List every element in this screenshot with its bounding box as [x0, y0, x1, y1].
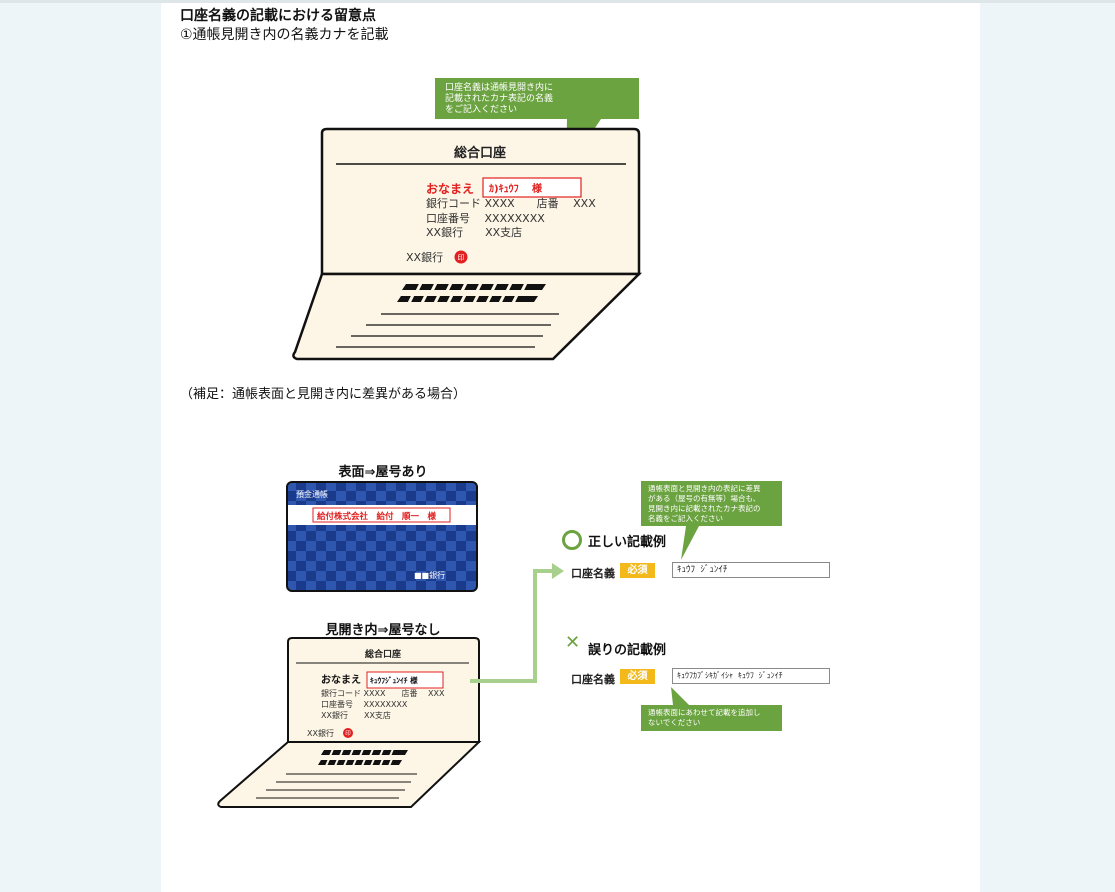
cover-bank: ■■銀行	[414, 570, 445, 580]
passbook-illustration-large: 口座名義は通帳見開き内に 記載されたカナ表記の名義 をご記入ください 総合口座 …	[292, 78, 643, 361]
account-number-line: 口座番号 XXXXXXXX	[426, 211, 545, 225]
correct-required-badge: 必須	[620, 563, 655, 578]
passbook-inner: 総合口座 おなまえ ｷｭｳﾌｼﾞｭﾝｲﾁ 様 銀行コード XXXX 店番 XXX…	[217, 637, 482, 808]
content-page: 口座名義の記載における留意点 ①通帳見開き内の名義カナを記載 口座名義は通帳見開…	[161, 3, 980, 892]
correct-callout-line-3: 見開き内に記載されたカナ表記の	[648, 503, 761, 513]
passbook-title: 総合口座	[454, 145, 506, 161]
wrong-callout-line-2: ないでください	[648, 718, 700, 727]
bank-code-line: 銀行コード XXXX 店番 XXX	[426, 196, 596, 210]
top-border	[0, 0, 1115, 3]
correct-callout-line-4: 名義をご記入ください	[648, 513, 723, 523]
svg-text:印: 印	[345, 730, 351, 737]
bank-seal-label: XX銀行	[406, 250, 443, 264]
wrong-field-label: 口座名義	[571, 673, 615, 686]
connector-arrow	[470, 563, 564, 683]
inner-bank-seal: XX銀行	[307, 728, 334, 738]
callout-bubble	[435, 78, 639, 171]
correct-account-name-input[interactable]: ｷｭｳﾌ ｼﾞｭﾝｲﾁ	[672, 562, 830, 578]
inner-heading: 見開き内⇒屋号なし	[325, 623, 441, 638]
lower-page-lines	[336, 313, 559, 348]
inner-account-no: 口座番号 XXXXXXXX	[321, 699, 408, 709]
callout-line-1: 口座名義は通帳見開き内に	[445, 81, 553, 93]
branch-line: XX銀行 XX支店	[426, 225, 522, 239]
callout-line-2: 記載されたカナ表記の名義	[445, 92, 553, 104]
inner-name-box	[366, 671, 444, 689]
passbook-lower-page	[292, 272, 643, 361]
inner-branch: XX銀行 XX支店	[321, 710, 391, 720]
cover-name: 給付株式会社 給付 順一 様	[317, 511, 437, 522]
correct-field-label: 口座名義	[571, 567, 615, 580]
wrong-callout: 通帳表面にあわせて記載を追加し ないでください	[641, 687, 782, 731]
name-highlight-box	[482, 177, 582, 198]
cover-top-label: 預金通帳	[296, 489, 328, 499]
correct-title: 正しい記載例	[588, 535, 667, 550]
wrong-callout-line-1: 通帳表面にあわせて記載を追加し	[648, 707, 761, 717]
inner-seal-icon	[343, 728, 353, 738]
name-value: ｶ)ｷｭｳﾌ 様	[489, 182, 543, 195]
supplement-note: （補足：通帳表面と見開き内に差異がある場合）	[180, 387, 467, 402]
passbook-upper-page	[320, 127, 641, 276]
inner-bank-code: 銀行コード XXXX 店番 XXX	[321, 688, 445, 698]
inner-upper-page	[287, 637, 480, 743]
name-label: おなまえ	[426, 182, 474, 196]
page-heading: 口座名義の記載における留意点	[180, 8, 376, 24]
inner-name-value: ｷｭｳﾌｼﾞｭﾝｲﾁ 様	[370, 675, 418, 685]
correct-mark-icon	[562, 530, 582, 550]
seal-icon	[454, 250, 468, 264]
correct-callout-line-2: がある（屋号の有無等）場合も、	[648, 493, 760, 503]
cover-heading: 表面⇒屋号あり	[338, 465, 428, 480]
callout-line-3: をご記入ください	[445, 103, 517, 115]
passbook-cover: 預金通帳 給付株式会社 給付 順一 様 ■■銀行	[286, 481, 478, 592]
inner-name-label: おなまえ	[321, 674, 361, 686]
wrong-title: 誤りの記載例	[588, 643, 667, 658]
correct-callout-line-1: 通帳表面と見開き内の表記に差異	[648, 483, 761, 493]
cover-name-box	[312, 507, 451, 523]
arrow-head-icon	[552, 563, 564, 579]
wrong-account-name-input[interactable]: ｷｭｳﾌｶﾌﾞｼｷｶﾞｲｼｬ ｷｭｳﾌ ｼﾞｭﾝｲﾁ	[672, 668, 830, 684]
correct-callout: 通帳表面と見開き内の表記に差異 がある（屋号の有無等）場合も、 見開き内に記載さ…	[641, 481, 782, 560]
wrong-mark-icon: ✕	[565, 632, 581, 653]
page-subheading: ①通帳見開き内の名義カナを記載	[180, 27, 389, 43]
inner-title: 総合口座	[365, 648, 401, 660]
wrong-required-badge: 必須	[620, 669, 655, 684]
svg-text:印: 印	[458, 254, 465, 262]
